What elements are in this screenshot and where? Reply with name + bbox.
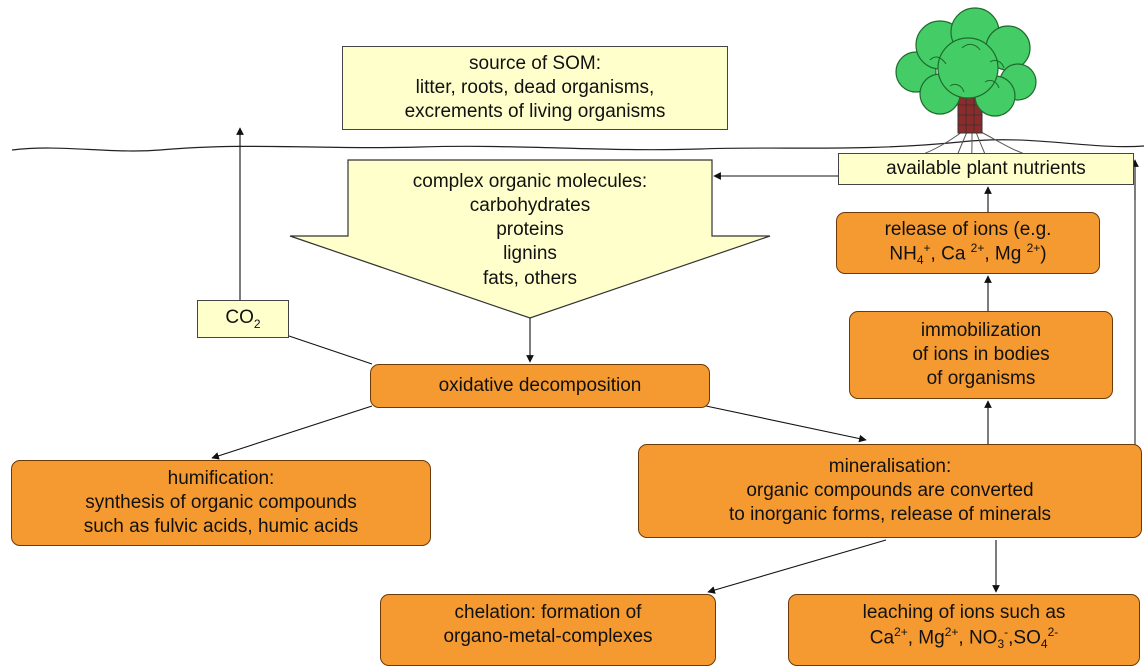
source-line-3: excrements of living organisms: [404, 100, 666, 122]
immobilization-box: immobilization of ions in bodies of orga…: [849, 311, 1113, 399]
oxidative-decomposition-box: oxidative decomposition: [370, 364, 710, 408]
oxidative-to-mineralisation-arrow: [705, 405, 867, 443]
complex-line-3: proteins: [496, 219, 564, 241]
mineral-line-2: organic compounds are converted: [746, 480, 1034, 502]
complex-molecules-arrow: [289, 159, 771, 319]
nutrients-label: available plant nutrients: [886, 158, 1086, 180]
mineralisation-box: mineralisation: organic compounds are co…: [638, 444, 1142, 538]
immob-line-1: immobilization: [920, 320, 1042, 342]
mineral-line-1: mineralisation:: [828, 456, 952, 478]
complex-molecules-text: complex organic molecules: carbohydrates…: [350, 170, 710, 291]
chelation-box: chelation: formation of organo-metal-com…: [380, 594, 716, 666]
humification-box: humification: synthesis of organic compo…: [11, 460, 431, 546]
oxidative-label: oxidative decomposition: [438, 375, 642, 397]
available-plant-nutrients-box: available plant nutrients: [838, 153, 1134, 185]
release-line-2: NH4+, Ca 2+, Mg 2+): [889, 241, 1047, 268]
leach-line-2: Ca2+, Mg2+, NO3-,SO42-: [869, 624, 1059, 651]
source-line-1: source of SOM:: [469, 53, 601, 75]
mineral-to-chelation-arrow: [707, 539, 887, 594]
release-line-1: release of ions (e.g.: [884, 218, 1052, 240]
complex-line-4: lignins: [503, 243, 557, 265]
complex-line-1: complex organic molecules:: [412, 171, 648, 192]
immob-line-2: of ions in bodies: [912, 344, 1050, 366]
tree-icon: [895, 7, 1037, 173]
immob-line-3: of organisms: [926, 367, 1036, 389]
source-of-som-box: source of SOM: litter, roots, dead organ…: [342, 46, 728, 130]
co2-box: CO2: [197, 300, 289, 338]
humi-line-1: humification:: [167, 468, 275, 490]
source-line-2: litter, roots, dead organisms,: [415, 77, 655, 99]
mineral-line-3: to inorganic forms, release of minerals: [728, 503, 1052, 525]
humi-line-2: synthesis of organic compounds: [85, 492, 357, 514]
co2-label: CO2: [225, 307, 261, 331]
leach-line-1: leaching of ions such as: [862, 602, 1066, 623]
release-of-ions-box: release of ions (e.g. NH4+, Ca 2+, Mg 2+…: [836, 212, 1100, 274]
chel-line-2: organo-metal-complexes: [443, 625, 653, 647]
complex-line-5: fats, others: [483, 267, 577, 289]
soil-surface-line: [11, 139, 1144, 152]
leaching-box: leaching of ions such as Ca2+, Mg2+, NO3…: [788, 594, 1140, 666]
chel-line-1: chelation: formation of: [454, 602, 642, 623]
humi-line-3: such as fulvic acids, humic acids: [83, 515, 359, 537]
complex-line-2: carbohydrates: [469, 195, 591, 217]
oxidative-to-humification-arrow: [211, 405, 373, 460]
co2-to-oxidative-line: [288, 335, 373, 365]
